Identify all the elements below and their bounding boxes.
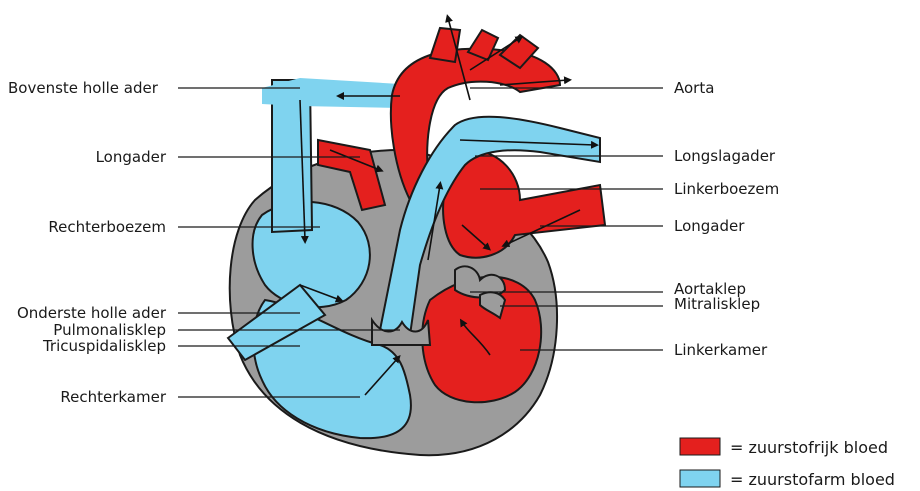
label-aorta: Aorta	[674, 79, 714, 97]
label-longader-right: Longader	[674, 217, 745, 235]
legend-swatch-oxygen-poor	[680, 470, 720, 487]
label-rechterkamer: Rechterkamer	[60, 388, 166, 406]
heart-illustration	[228, 28, 605, 455]
label-linkerboezem: Linkerboezem	[674, 180, 779, 198]
legend-label-oxygen-rich: = zuurstofrijk bloed	[730, 438, 888, 457]
label-mitralisklep: Mitralisklep	[674, 295, 760, 313]
legend: = zuurstofrijk bloed = zuurstofarm bloed	[680, 438, 895, 489]
legend-label-oxygen-poor: = zuurstofarm bloed	[730, 470, 895, 489]
label-rechterboezem: Rechterboezem	[48, 218, 166, 236]
label-bovenste-holle-ader: Bovenste holle ader	[8, 79, 159, 97]
label-onderste-holle-ader: Onderste holle ader	[17, 304, 167, 322]
label-tricuspidalisklep: Tricuspidalisklep	[42, 337, 166, 355]
label-longader-left: Longader	[96, 148, 167, 166]
label-linkerkamer: Linkerkamer	[674, 341, 768, 359]
legend-swatch-oxygen-rich	[680, 438, 720, 455]
label-longslagader: Longslagader	[674, 147, 776, 165]
